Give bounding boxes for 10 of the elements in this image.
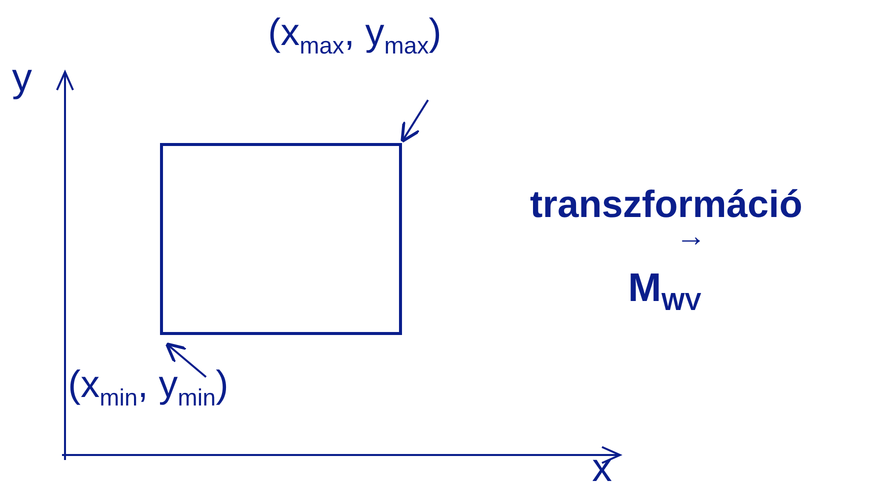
leader-arrow [165,342,207,378]
axis-label: x [592,448,612,485]
rectangle [160,143,402,335]
coordinate-label: (x$_{max}$, y$_{max}$) [268,14,442,58]
axis-label: y [12,58,32,98]
leader-arrow [400,99,429,143]
coordinate-label: (x$_{min}$, y$_{min}$) [68,366,228,410]
transformation-label: transzformáció [530,186,802,224]
arrow-symbol: → [676,222,706,252]
matrix-label: M$_{WV}$ [628,268,702,316]
